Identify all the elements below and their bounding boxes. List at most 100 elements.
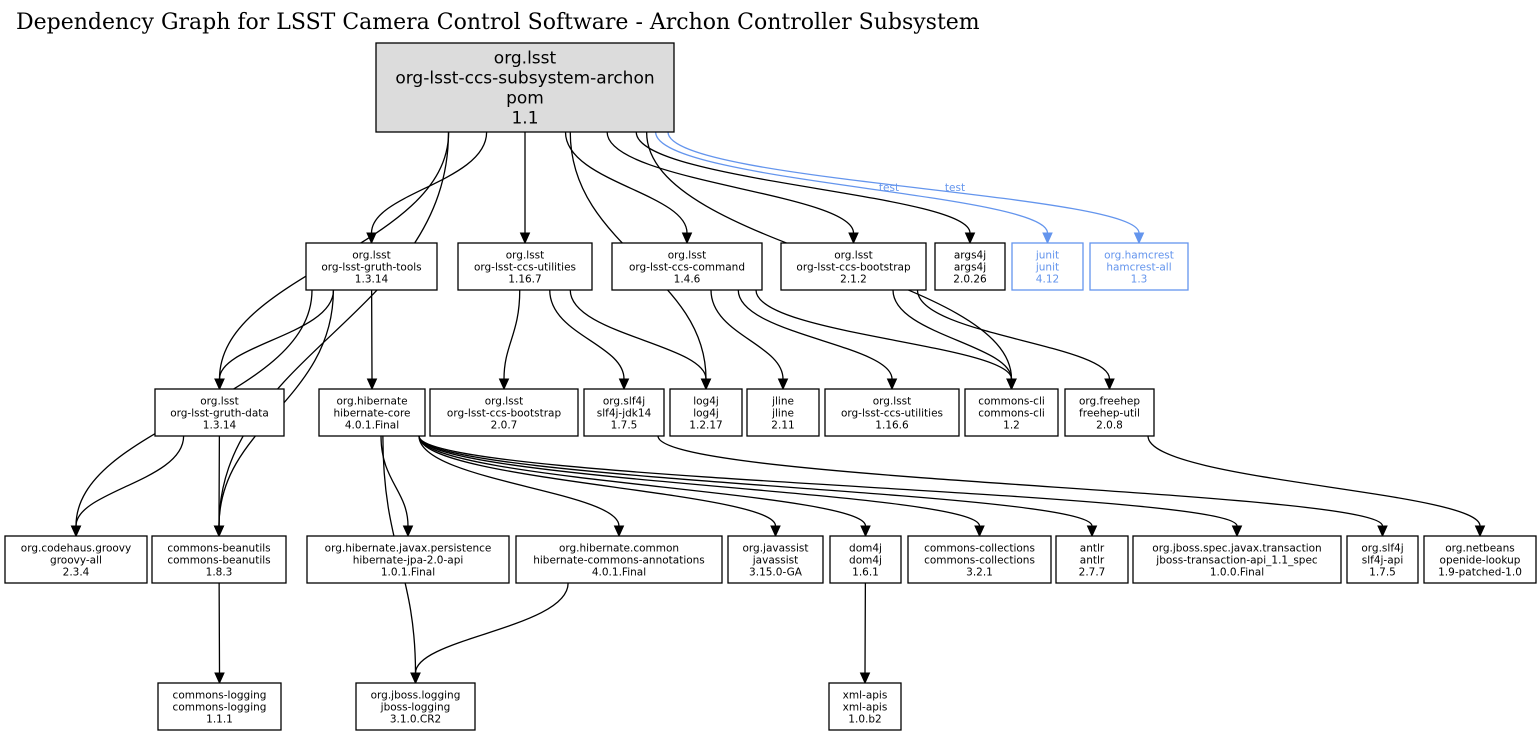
node-box[interactable] [154,388,285,437]
edge-line [549,289,625,380]
arrowhead-icon [618,378,630,391]
node-box[interactable] [151,535,287,584]
node-box[interactable] [583,388,665,437]
arrowhead-icon [681,232,693,245]
node-box[interactable] [1055,535,1129,584]
arrowhead-icon [213,525,225,538]
node-box[interactable] [746,388,820,437]
node-artifact-id: org-lsst-ccs-bootstrap [447,408,562,420]
edge-line [418,435,1238,527]
node-box[interactable] [1089,242,1189,291]
node-artifact-id: groovy-all [50,555,102,567]
node-box[interactable] [515,535,723,584]
node-box[interactable] [355,682,476,731]
arrowhead-icon [1474,525,1486,538]
node-commons-collections[interactable]: commons-collectionscommons-collections3.… [907,535,1052,584]
node-box[interactable] [727,535,824,584]
node-version: 1.2 [1003,420,1020,432]
node-box[interactable] [1064,388,1155,437]
edge-hibernate-commons-annotations-to-jboss-logging [410,582,569,685]
node-box[interactable] [4,535,148,584]
node-box[interactable] [824,388,960,437]
node-box[interactable] [964,388,1059,437]
node-root[interactable]: org.lsstorg-lsst-ccs-subsystem-archonpom… [375,42,675,133]
node-box[interactable] [829,535,902,584]
node-box[interactable] [780,242,927,291]
arrowhead-icon [214,672,225,685]
node-artifact-id: junit [1035,262,1059,274]
node-box[interactable] [1346,535,1419,584]
node-group-id: org.jboss.logging [371,690,461,702]
edge-line [418,435,981,527]
node-version: 1.9-patched-1.0 [1438,567,1522,579]
node-artifact-id: slf4j-jdk14 [597,408,652,420]
node-artifact-id: xml-apis [843,702,888,714]
node-box[interactable] [306,535,510,584]
node-artifact-id: log4j [693,408,719,420]
node-artifact-id: hibernate-commons-annotations [533,555,705,567]
node-box[interactable] [669,388,743,437]
node-hibernate-commons-annotations[interactable]: org.hibernate.commonhibernate-commons-an… [515,535,723,584]
node-version: 2.11 [771,420,794,432]
edge-line [710,289,784,380]
node-box[interactable] [907,535,1052,584]
arrowhead-icon [366,378,378,391]
node-box[interactable] [305,242,438,291]
node-box[interactable] [429,388,579,437]
node-hibernate-jpa[interactable]: org.hibernate.javax.persistencehibernate… [306,535,510,584]
edge-root-to-commons-beanutils [213,131,450,538]
node-jboss-transaction-api[interactable]: org.jboss.spec.javax.transactionjboss-tr… [1132,535,1342,584]
node-box[interactable] [157,682,282,731]
node-box[interactable] [934,242,1006,291]
node-box[interactable] [1132,535,1342,584]
node-openide-lookup[interactable]: org.netbeansopenide-lookup1.9-patched-1.… [1423,535,1537,584]
node-version: 1.1 [511,109,538,129]
node-box[interactable] [457,242,593,291]
arrowhead-icon [1042,232,1053,245]
node-group-id: args4j [954,250,986,262]
node-artifact-id: jboss-logging [380,702,451,714]
node-group-id: org.lsst [873,396,912,408]
edge-hibernate-core-to-dom4j [418,435,871,538]
node-box[interactable] [1011,242,1084,291]
arrowhead-icon [519,232,531,245]
node-box[interactable] [828,682,902,731]
node-artifact-id: antlr [1080,555,1105,567]
node-artifact-id: commons-beanutils [167,555,270,567]
node-version: 1.3.14 [355,274,389,286]
node-box[interactable] [375,42,675,133]
node-box[interactable] [1423,535,1537,584]
node-group-id: org.freehep [1079,396,1140,408]
node-box[interactable] [318,388,426,437]
node-box[interactable] [611,242,763,291]
edge-line [606,131,855,234]
node-artifact-id: org-lsst-ccs-utilities [474,262,576,274]
node-artifact-id: hibernate-jpa-2.0-api [353,555,464,567]
